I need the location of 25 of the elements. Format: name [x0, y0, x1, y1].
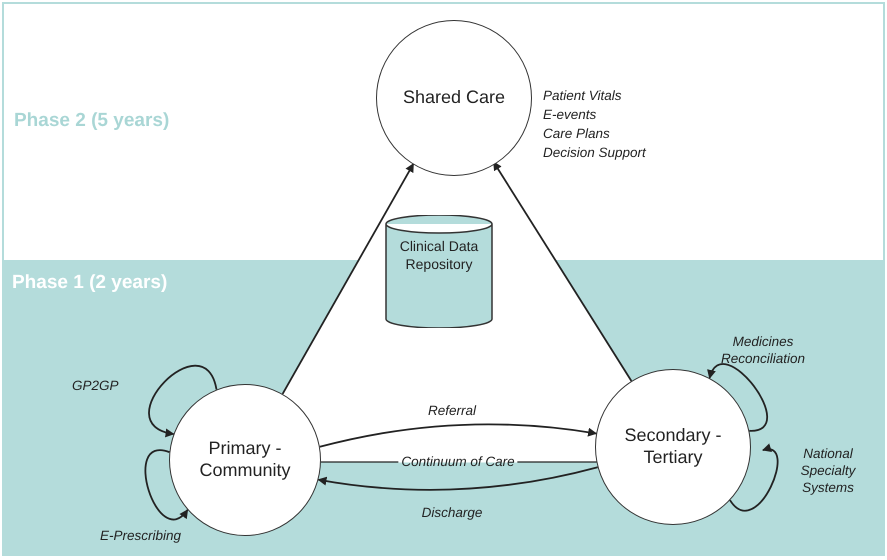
feature-label: Decision Support — [543, 145, 646, 160]
edge-label: GP2GP — [72, 378, 119, 395]
edge-label: E-Prescribing — [100, 528, 182, 545]
feature-label: Patient Vitals — [543, 88, 622, 103]
feature-label: Care Plans — [543, 126, 610, 141]
node-label: Clinical Data Repository — [398, 237, 480, 274]
arrow — [318, 466, 598, 491]
arrow — [492, 161, 632, 382]
arrow — [282, 163, 414, 394]
arrow — [320, 424, 598, 448]
edge-label: Medicines Reconciliation — [720, 334, 806, 368]
database-cylinder — [385, 215, 493, 328]
edge-label: National Specialty Systems — [800, 446, 857, 497]
feature-label: E-events — [543, 107, 596, 122]
edge-label: Discharge — [422, 505, 482, 522]
arrow — [148, 364, 218, 436]
phase-label: Phase 1 (2 years) — [12, 272, 168, 294]
arrow — [729, 444, 778, 512]
node-label: Secondary - Tertiary — [623, 425, 723, 469]
arrow — [144, 449, 188, 520]
node-label: Shared Care — [402, 87, 506, 109]
edge-label: Referral — [428, 403, 476, 420]
arrow — [708, 363, 768, 432]
node-label: Primary - Community — [198, 438, 292, 482]
phase-label: Phase 2 (5 years) — [14, 110, 170, 132]
